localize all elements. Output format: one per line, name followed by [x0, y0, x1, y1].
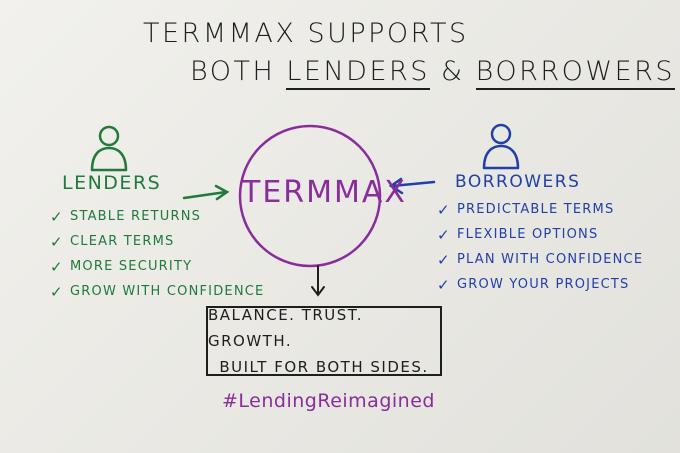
borrowers-benefits-list: ✓PREDICTABLE TERMS ✓FLEXIBLE OPTIONS ✓PL… [437, 197, 643, 297]
lenders-benefits-list: ✓STABLE RETURNS ✓CLEAR TERMS ✓MORE SECUR… [50, 204, 264, 304]
title-amp: & [441, 56, 465, 87]
checkmark-icon: ✓ [50, 282, 64, 301]
list-item: ✓PLAN WITH CONFIDENCE [437, 250, 644, 269]
lenders-heading: LENDERS [62, 172, 162, 194]
borrowers-arrow [388, 177, 436, 195]
summary-line-1: BALANCE. TRUST. GROWTH. [208, 306, 363, 350]
title-lenders: LENDERS [286, 56, 430, 90]
checkmark-icon: ✓ [437, 200, 451, 219]
borrowers-person-icon [482, 123, 520, 170]
checkmark-icon: ✓ [50, 207, 64, 226]
lenders-person-icon [90, 125, 128, 172]
title-both: BOTH [190, 56, 276, 87]
checkmark-icon: ✓ [437, 250, 451, 269]
checkmark-icon: ✓ [50, 232, 64, 251]
summary-box: BALANCE. TRUST. GROWTH. BUILT FOR BOTH S… [206, 306, 442, 376]
summary-line-2: BUILT FOR BOTH SIDES. [219, 358, 429, 376]
termmax-circle [238, 124, 382, 268]
list-item: ✓STABLE RETURNS [50, 207, 202, 226]
checkmark-icon: ✓ [437, 225, 451, 244]
list-item: ✓GROW WITH CONFIDENCE [50, 282, 265, 301]
title-line-2: BOTH LENDERS & BORROWERS [190, 56, 676, 90]
title-line-1: TERMMAX SUPPORTS [143, 18, 469, 49]
hashtag: #LendingReimagined [222, 390, 435, 412]
down-arrow [311, 265, 325, 297]
checkmark-icon: ✓ [50, 257, 64, 276]
list-item: ✓FLEXIBLE OPTIONS [437, 225, 599, 244]
list-item: ✓GROW YOUR PROJECTS [437, 275, 630, 294]
checkmark-icon: ✓ [437, 275, 451, 294]
termmax-label: TERMMAX [242, 175, 407, 210]
list-item: ✓PREDICTABLE TERMS [437, 200, 615, 219]
list-item: ✓CLEAR TERMS [50, 232, 175, 251]
list-item: ✓MORE SECURITY [50, 257, 193, 276]
borrowers-heading: BORROWERS [455, 172, 581, 192]
lenders-arrow [182, 184, 230, 201]
title-borrowers: BORROWERS [475, 56, 676, 90]
